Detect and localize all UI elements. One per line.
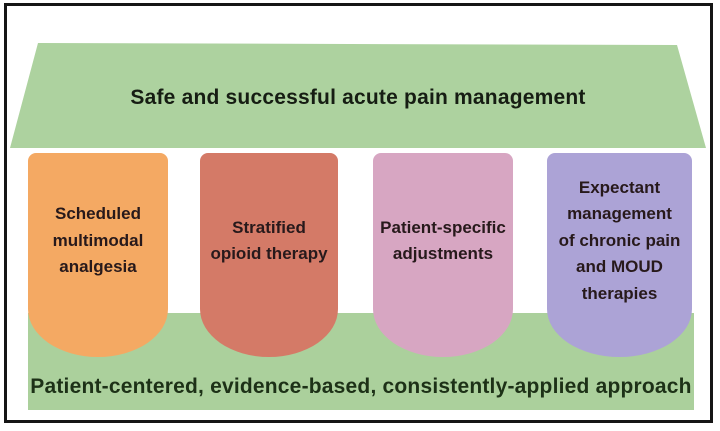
pillar-label: Stratified opioid therapy bbox=[210, 217, 328, 263]
pillar-label: Patient-specific adjustments bbox=[380, 217, 506, 263]
pillar-label: Scheduled multimodal analgesia bbox=[52, 204, 144, 277]
pillar-scheduled-multimodal-analgesia: Scheduled multimodal analgesia bbox=[28, 153, 168, 357]
pillar-patient-specific-adjustments: Patient-specific adjustments bbox=[373, 153, 513, 357]
pillar-expectant-management-moud: Expectant management of chronic pain and… bbox=[547, 153, 692, 357]
roof-label: Safe and successful acute pain managemen… bbox=[130, 85, 586, 109]
roof-shape: Safe and successful acute pain managemen… bbox=[10, 43, 706, 148]
base-label: Patient-centered, evidence-based, consis… bbox=[30, 375, 692, 398]
pillar-label: Expectant management of chronic pain and… bbox=[558, 178, 681, 303]
pillar-stratified-opioid-therapy: Stratified opioid therapy bbox=[200, 153, 338, 357]
